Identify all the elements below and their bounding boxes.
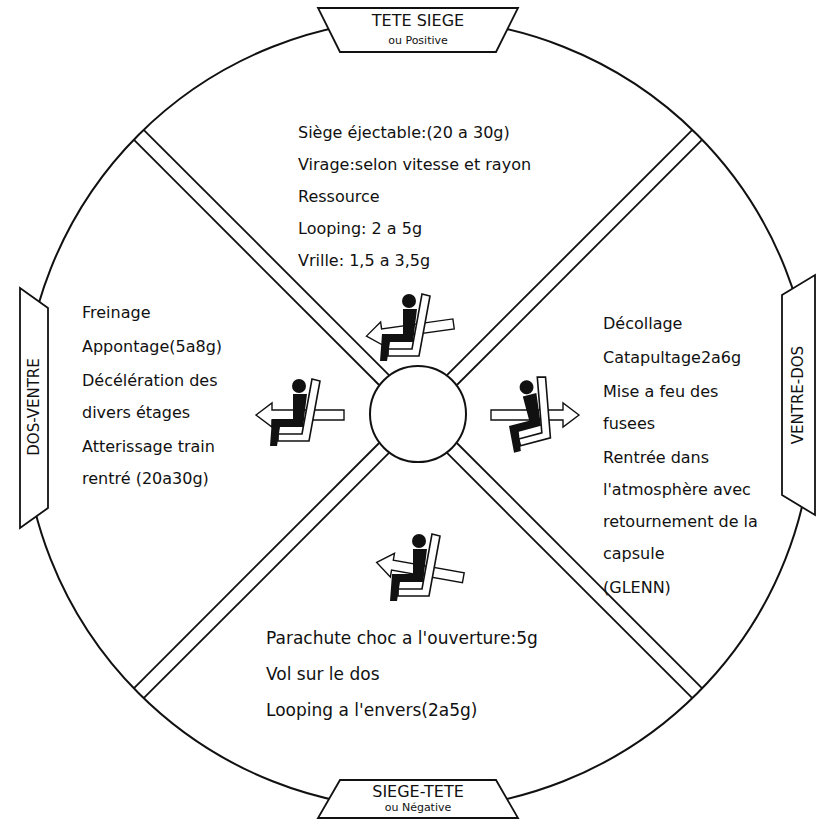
sector-region: Parachute choc a l'ouverture:5gVol sur l… xyxy=(266,626,626,734)
seated-figure xyxy=(256,379,344,446)
sector-text: Vrille: 1,5 a 3,5g xyxy=(298,250,598,272)
seated-figure xyxy=(365,294,455,361)
sector-text: Mise a feu des fusees xyxy=(603,376,771,440)
divider-line xyxy=(457,443,702,688)
sector-text: Looping: 2 a 5g xyxy=(298,218,598,240)
tab-label: VENTRE-DOS xyxy=(787,295,809,495)
tab-shape xyxy=(20,288,48,528)
tab-label: ou Positive xyxy=(338,32,498,50)
axis-tab: DOS-VENTRE xyxy=(23,307,45,507)
divider-line xyxy=(144,453,389,698)
sector-region: DécollageCatapultage2a6gMise a feu des f… xyxy=(603,308,771,606)
seated-figure xyxy=(491,375,579,453)
sector-text: Catapultage2a6g xyxy=(603,342,771,374)
tab-label: ou Négative xyxy=(338,800,498,816)
sector-region: FreinageAppontage(5a8g)Décélération des … xyxy=(82,297,222,497)
tab-label: DOS-VENTRE xyxy=(23,307,45,507)
sector-text: Parachute choc a l'ouverture:5g xyxy=(266,626,626,650)
sector-text: Looping a l'envers(2a5g) xyxy=(266,698,626,722)
sector-text: Ressource xyxy=(298,186,598,208)
tab-label: SIEGE-TETE xyxy=(338,784,498,800)
sector-text: Freinage xyxy=(82,297,222,329)
sector-text: Décollage xyxy=(603,308,771,340)
outer-circle xyxy=(23,19,813,809)
sector-text: Vol sur le dos xyxy=(266,662,626,686)
tab-shape xyxy=(318,8,518,52)
sector-text: (GLENN) xyxy=(603,572,771,604)
sector-text: Appontage(5a8g) xyxy=(82,331,222,363)
tab-shape xyxy=(782,275,815,515)
sector-text: Siège éjectable:(20 a 30g) xyxy=(298,122,598,144)
axis-tab: SIEGE-TETEou Négative xyxy=(338,784,498,816)
seated-figure xyxy=(375,534,466,601)
axis-tab: TETE SIEGE ou Positive xyxy=(338,12,498,52)
sector-text: Virage:selon vitesse et rayon xyxy=(298,154,598,176)
sector-region: Siège éjectable:(20 a 30g) Virage:selon v… xyxy=(298,122,598,282)
axis-tab: VENTRE-DOS xyxy=(787,295,809,495)
sector-text: Atterissage train rentré (20a30g) xyxy=(82,431,222,495)
tab-shape xyxy=(318,780,518,818)
tab-label: TETE SIEGE xyxy=(338,12,498,30)
sector-text: Décélération des divers étages xyxy=(82,365,222,429)
sector-text: Rentrée dans l'atmosphère avec retournem… xyxy=(603,442,771,570)
center-circle xyxy=(370,366,466,462)
